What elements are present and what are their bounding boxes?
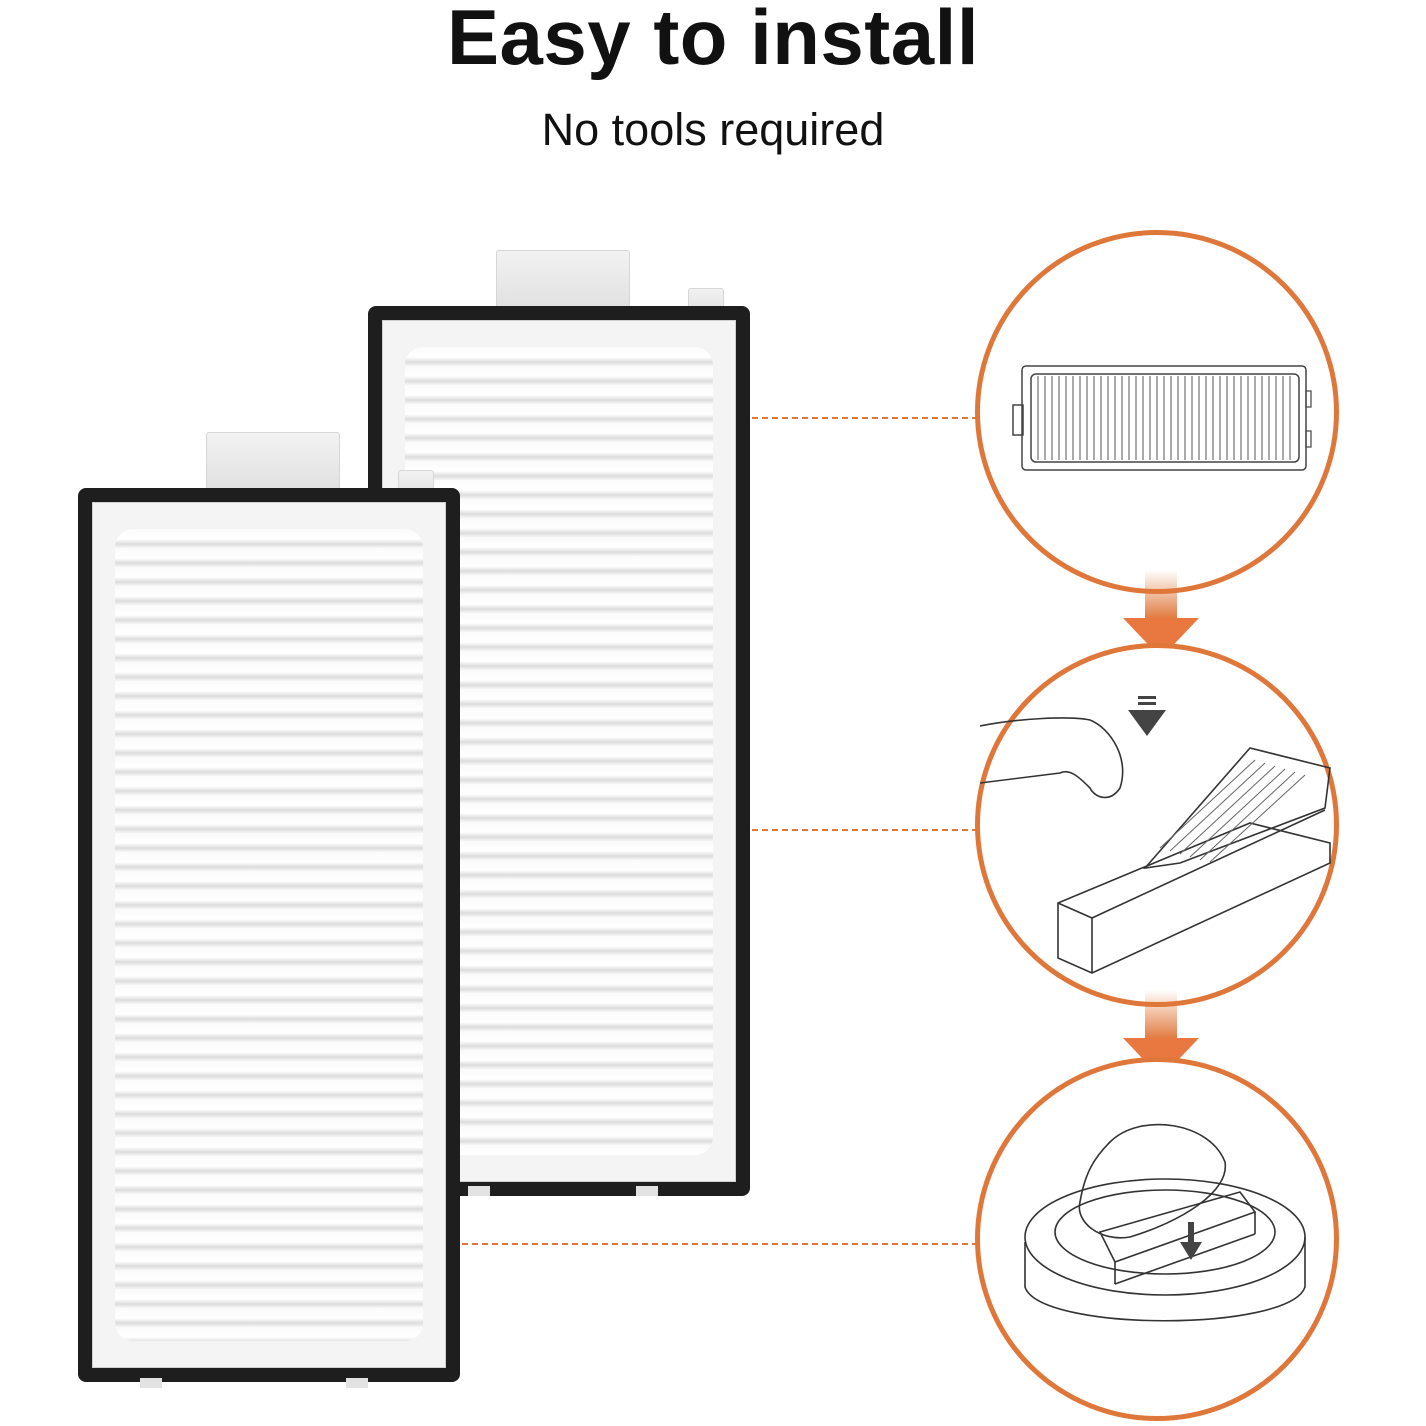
step-3-circle (975, 1057, 1339, 1421)
filter-outline-icon (1012, 365, 1312, 471)
step-1-circle (975, 230, 1339, 594)
connector-line-3 (462, 1243, 978, 1245)
page-title: Easy to install (446, 0, 980, 81)
page-subtitle: No tools required (541, 104, 885, 155)
arrow-down-icon (1121, 570, 1201, 660)
connector-line-2 (752, 829, 978, 831)
filter-front-image (78, 432, 460, 1392)
step-2-circle (975, 643, 1339, 1007)
connector-line-1 (752, 417, 978, 419)
hand-inserting-filter-into-dustbin-icon (980, 696, 1331, 974)
hand-inserting-dustbin-into-robot-vacuum-icon (1024, 1123, 1306, 1322)
